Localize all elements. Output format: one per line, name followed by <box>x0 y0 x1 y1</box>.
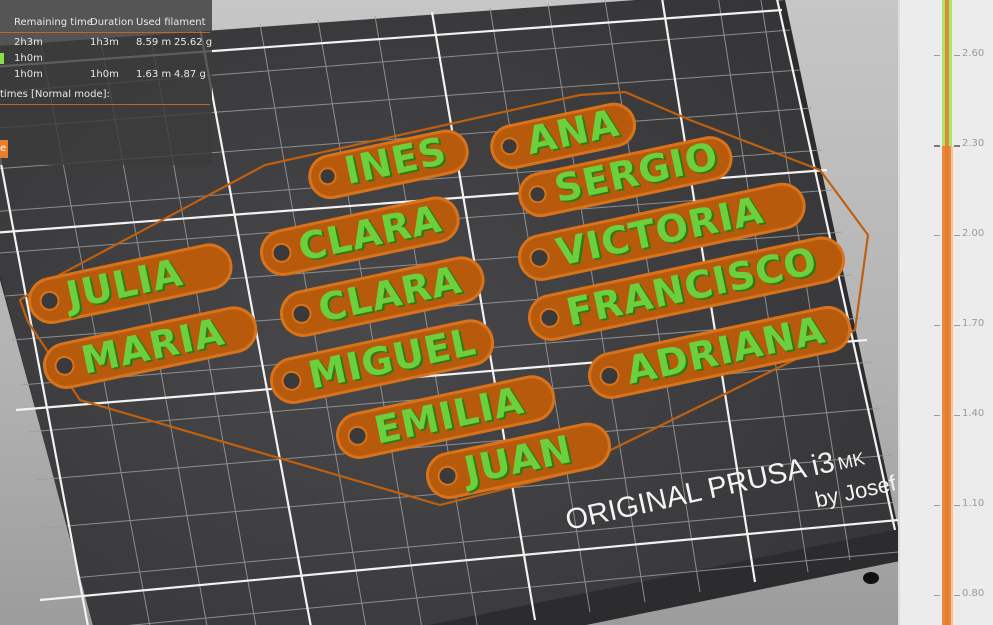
mode-label: times [Normal mode]: <box>0 89 110 100</box>
row-1-remaining: 2h3m <box>14 37 43 48</box>
tick-label-2-60: 2.60 <box>962 48 985 59</box>
tick-label-2-00: 2.00 <box>962 228 985 239</box>
print-bed-scene[interactable]: ORIGINAL PRUSA i3 MK by Josef JULIA JULI… <box>0 0 898 625</box>
tick-left <box>934 325 940 326</box>
tick-right <box>954 325 960 326</box>
legend-divider-2 <box>0 104 210 105</box>
header-remaining-time: Remaining time <box>14 17 93 28</box>
tick-label-2-30: 2.30 <box>962 138 985 149</box>
tick-left <box>934 595 940 596</box>
tick-label-1-40: 1.40 <box>962 408 985 419</box>
skirt-outline <box>18 90 870 507</box>
tick-label-0-80: 0.80 <box>962 588 985 599</box>
tick-left <box>934 235 940 236</box>
3d-preview-viewport[interactable]: ORIGINAL PRUSA i3 MK by Josef JULIA JULI… <box>0 0 898 625</box>
bed-mount-hole <box>863 572 879 584</box>
tick-left <box>934 505 940 506</box>
row-1-weight: 25.62 g <box>174 37 213 48</box>
tick-left <box>934 55 940 56</box>
header-used-filament: Used filament <box>136 17 206 28</box>
tick-right <box>954 595 960 596</box>
keychain-ines[interactable]: INES INES <box>305 124 471 202</box>
print-estimate-legend: Remaining time Duration Used filament 2h… <box>0 0 212 165</box>
tick-label-1-70: 1.70 <box>962 318 985 329</box>
row-3-remaining: 1h0m <box>14 69 43 80</box>
tick-right <box>954 505 960 506</box>
legend-action-button[interactable]: e <box>0 140 8 158</box>
row-1-duration: 1h3m <box>90 37 119 48</box>
row-3-length: 1.63 m <box>136 69 172 80</box>
tick-right <box>954 55 960 56</box>
row-1-length: 8.59 m <box>136 37 172 48</box>
tick-label-1-10: 1.10 <box>962 498 985 509</box>
row-3-weight: 4.87 g <box>174 69 206 80</box>
color-swatch-green <box>0 53 4 64</box>
tick-left <box>934 415 940 416</box>
tick-right <box>954 415 960 416</box>
legend-divider <box>0 32 210 33</box>
slider-lower-edge <box>951 146 953 625</box>
tick-right-split[interactable] <box>954 145 960 147</box>
slider-upper-core <box>945 0 949 146</box>
header-duration: Duration <box>90 17 134 28</box>
row-3-duration: 1h0m <box>90 69 119 80</box>
slider-lower-core <box>945 146 949 625</box>
row-2-remaining: 1h0m <box>14 53 43 64</box>
tick-right <box>954 235 960 236</box>
layer-height-slider[interactable]: 2.60 2.30 2.00 1.70 1.40 1.10 0.80 <box>898 0 993 625</box>
tick-left-split[interactable] <box>934 145 940 147</box>
